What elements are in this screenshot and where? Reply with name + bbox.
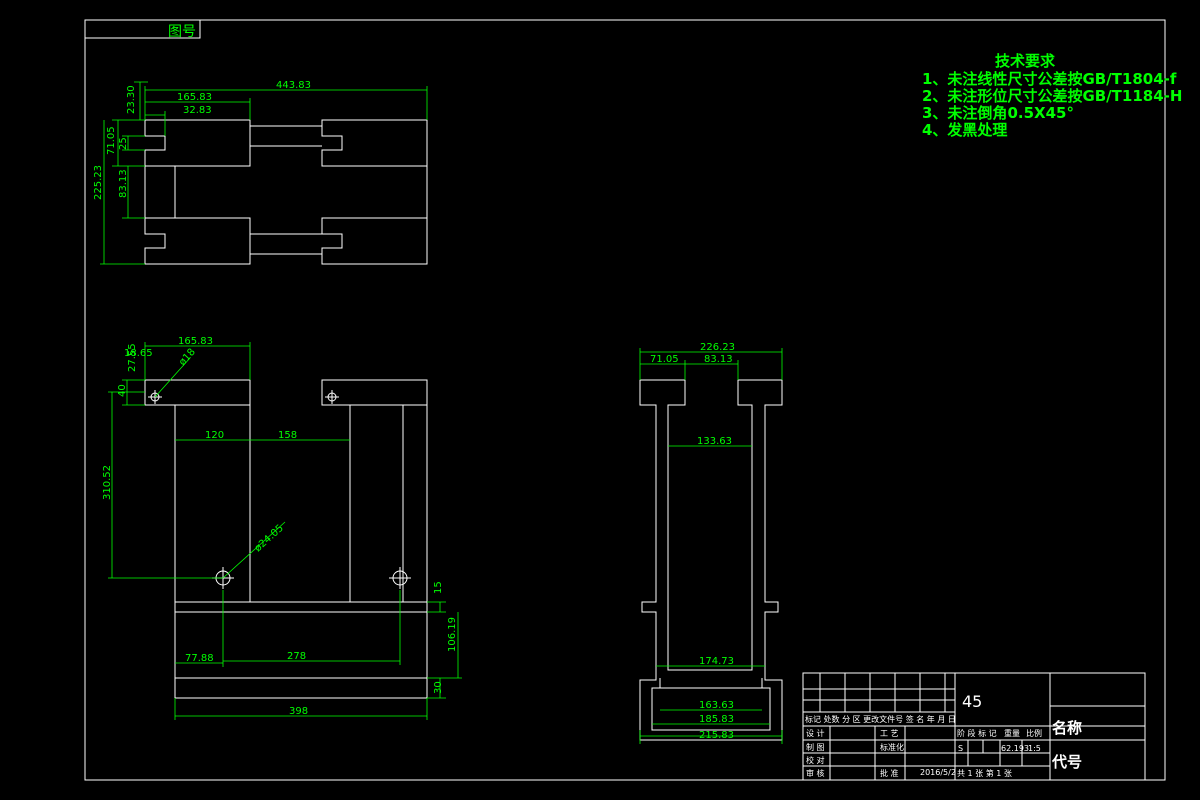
tech-item-4: 4、发黑处理 [922, 121, 1007, 139]
top-view: 443.83 165.83 32.83 23.30 71.05 25 225.2… [93, 80, 428, 265]
stage-header: 阶 段 标 记 [957, 728, 997, 738]
side-bottom-inner: 174.73 [699, 656, 734, 667]
row-draw-left: 制 图 [806, 742, 825, 752]
front-top-width: 165.83 [178, 336, 213, 347]
side-opening: 83.13 [704, 354, 733, 365]
stage-mark: S [958, 744, 963, 753]
scale-label: 比例 [1026, 728, 1042, 738]
top-slot-height-a: 71.05 [106, 126, 117, 155]
front-hole-offset-a: 18.65 [124, 348, 153, 359]
side-cap-width: 71.05 [650, 354, 679, 365]
scale-value: 1:5 [1028, 744, 1041, 753]
tech-item-1: 1、未注线性尺寸公差按GB/T1804-f [922, 70, 1177, 88]
front-hole-to-base: 310.52 [102, 465, 113, 500]
front-foot-height: 30 [433, 681, 444, 694]
corner-label: 图号 [168, 24, 196, 40]
front-base-height: 106.19 [447, 617, 458, 652]
code-label: 代号 [1051, 753, 1082, 771]
material: 45 [962, 692, 982, 711]
sheet-info: 共 1 张 第 1 张 [957, 768, 1012, 778]
tech-item-2: 2、未注形位尺寸公差按GB/T1184-H [922, 87, 1182, 105]
top-step-length: 165.83 [177, 92, 212, 103]
title-block: 45 名称 代号 标记 处数 分 区 更改文件号 签 名 年 月 日 设 计 工… [802, 672, 1146, 781]
weight-label: 重量 [1004, 728, 1020, 738]
side-base-b: 185.83 [699, 714, 734, 725]
top-gap: 23.30 [126, 85, 137, 114]
front-hole-dia: ø18 [177, 347, 198, 368]
tech-title: 技术要求 [995, 52, 1056, 70]
front-top-height: 40 [117, 384, 128, 397]
front-big-hole-dia: ø24.05 [253, 523, 286, 554]
top-overall-height: 225.23 [93, 165, 104, 200]
side-inner-width: 133.63 [697, 436, 732, 447]
front-view: 165.83 18.65 27.55 ø18 40 310.52 120 158… [102, 336, 462, 720]
front-overall-width: 398 [289, 706, 308, 717]
name-label: 名称 [1052, 719, 1082, 737]
front-col-gap: 158 [278, 430, 297, 441]
side-view: 226.23 71.05 83.13 133.63 174.73 163.63 … [639, 342, 783, 744]
side-base-a: 163.63 [699, 700, 734, 711]
row-draw-right: 标准化 [880, 742, 904, 752]
row-review-right: 批 准 [880, 768, 899, 778]
row-check-left: 校 对 [806, 755, 825, 765]
corner-label-box [84, 19, 201, 39]
tech-item-3: 3、未注倒角0.5X45° [922, 104, 1074, 122]
front-hole-offset-b: 27.55 [127, 343, 138, 372]
row-review-left: 审 核 [806, 768, 825, 778]
row-design-right: 工 艺 [880, 729, 899, 738]
top-slot-height-b: 25 [118, 137, 129, 150]
top-overall-length: 443.83 [276, 80, 311, 91]
row-design-left: 设 计 [806, 728, 825, 738]
front-base-step: 15 [433, 581, 444, 594]
sheet-border [84, 19, 1166, 781]
top-inner-height: 83.13 [118, 169, 129, 198]
side-base-c: 215.83 [699, 730, 734, 741]
drawing-date: 2016/5/2 [920, 768, 956, 777]
top-slot-offset: 32.83 [183, 105, 212, 116]
side-overall-width: 226.23 [700, 342, 735, 353]
weight-value: 62.193 [1001, 744, 1029, 753]
front-col-width: 120 [205, 430, 224, 441]
front-hole-spacing: 278 [287, 651, 306, 662]
front-left-hole-x: 77.88 [185, 653, 214, 664]
tech-requirements: 技术要求 1、未注线性尺寸公差按GB/T1804-f 2、未注形位尺寸公差按GB… [922, 52, 1182, 139]
header-row: 标记 处数 分 区 更改文件号 签 名 年 月 日 [805, 714, 956, 724]
